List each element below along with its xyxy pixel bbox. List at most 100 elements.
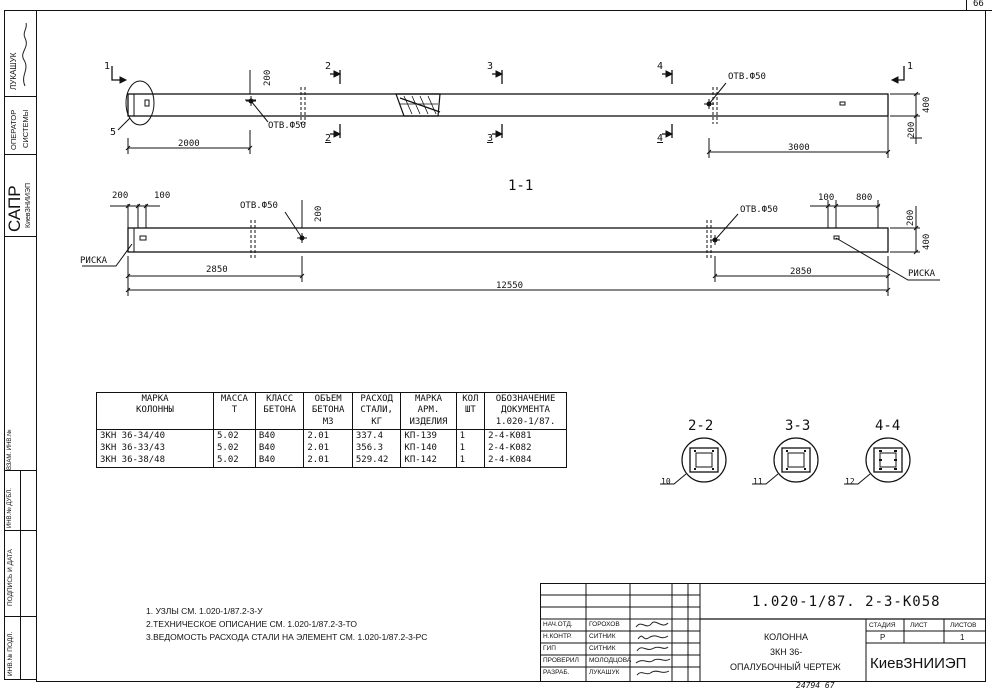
plan-hole-left: ОТВ.Ф50 — [268, 121, 306, 131]
col-header: МАРКА АРМ. ИЗДЕЛИЯ — [400, 392, 457, 430]
strip-signature-scribble — [18, 20, 32, 90]
sec11-dim-800: 800 — [856, 193, 873, 203]
section-3-3-title: 3-3 — [785, 418, 811, 434]
role-proveril: ПРОВЕРИЛ — [543, 657, 579, 664]
plan-marker-4-top: 4 — [657, 61, 664, 72]
title-doc-code: 1.020-1/87. 2-3-К058 — [752, 594, 941, 610]
signatures — [635, 621, 671, 676]
name-sitnik-1: СИТНИК — [589, 633, 616, 640]
name-lukashuk: ЛУКАШУК — [589, 669, 620, 676]
sec11-dim-2850-right: 2850 — [790, 267, 812, 277]
plan-hatched-insert — [395, 93, 441, 117]
sheet-label: ЛИСТ — [910, 622, 928, 629]
cell: 2-4-К082 — [484, 442, 567, 455]
section-4-4-callout: 12 — [845, 477, 855, 486]
strip-divider — [4, 236, 36, 237]
sheet-number: 66 — [973, 0, 984, 9]
col-header: РАСХОД СТАЛИ, КГ — [351, 392, 401, 430]
cell: 1 — [455, 454, 485, 468]
plan-marker-3-top: 3 — [487, 61, 494, 72]
note-3: 3.ВЕДОМОСТЬ РАСХОДА СТАЛИ НА ЭЛЕМЕНТ СМ.… — [146, 632, 428, 642]
table-row: 3КН 36-38/48 5.02 В40 2.01 529.42 КП-142… — [97, 454, 567, 468]
section-4-4-title: 4-4 — [875, 418, 901, 434]
element-title-3: ОПАЛУБОЧНЫЙ ЧЕРТЕЖ — [730, 662, 841, 672]
col-header: КЛАСС БЕТОНА — [254, 392, 304, 430]
cell: 2.01 — [303, 454, 353, 468]
role-razrab: РАЗРАБ. — [543, 669, 570, 676]
col-header: МАРКА КОЛОННЫ — [96, 392, 214, 430]
name-sitnik-2: СИТНИК — [589, 645, 616, 652]
cell: В40 — [254, 429, 304, 443]
cell: 2-4-К081 — [484, 429, 567, 443]
sec11-dim-100-right: 100 — [818, 193, 835, 203]
cell: 2.01 — [303, 429, 353, 443]
section-1-1-title: 1-1 — [508, 178, 534, 194]
sec11-dim-100-left: 100 — [154, 191, 171, 201]
cell: КП-140 — [400, 442, 457, 455]
cell: 337.4 — [351, 429, 401, 443]
col-header: МАССА Т — [213, 392, 256, 430]
note-1: 1. УЗЛЫ СМ. 1.020-1/87.2-3-У — [146, 606, 263, 616]
sec11-riska-right: РИСКА — [908, 269, 936, 279]
section-break-1 — [250, 220, 256, 258]
section-2-2-title: 2-2 — [688, 418, 714, 434]
plan-marker-2-bottom: 2 — [325, 133, 332, 144]
plan-marker-3-bottom: 3 — [487, 133, 494, 144]
cell: 5.02 — [213, 442, 256, 455]
sec11-hole-left: ОТВ.Ф50 — [240, 201, 278, 211]
column-schedule-table: МАРКА КОЛОННЫ МАССА Т КЛАСС БЕТОНА ОБЪЕМ… — [96, 392, 567, 468]
strip-vline — [20, 470, 21, 680]
table-header-row: МАРКА КОЛОННЫ МАССА Т КЛАСС БЕТОНА ОБЪЕМ… — [96, 392, 567, 430]
cell: 356.3 — [351, 442, 401, 455]
cell: КП-139 — [400, 429, 457, 443]
stage-value: Р — [880, 633, 886, 642]
cell: КП-142 — [400, 454, 457, 468]
plan-break-2 — [712, 87, 718, 124]
strip-divider — [4, 96, 36, 97]
role-n-kontr: Н.КОНТР. — [543, 633, 572, 640]
col-header: КОЛ ШТ — [455, 392, 485, 430]
sheets-label: ЛИСТОВ — [950, 622, 977, 629]
sec11-hole-right: ОТВ.Ф50 — [740, 205, 778, 215]
cell: 3КН 36-33/43 — [100, 443, 166, 454]
plan-dim-2000-label: 2000 — [178, 139, 200, 149]
col-header: ОБОЗНАЧЕНИЕ ДОКУМЕНТА 1.020-1/87. — [484, 392, 567, 430]
cell: 1 — [455, 429, 485, 443]
plan-marker-1-left: 1 — [104, 61, 111, 72]
plan-dim-3000 — [708, 116, 889, 158]
sec11-dim-total: 12550 — [496, 281, 524, 291]
cell: 3КН 36-38/48 — [100, 455, 166, 466]
note-2: 2.ТЕХНИЧЕСКОЕ ОПИСАНИЕ СМ. 1.020-1/87.2-… — [146, 619, 357, 629]
title-institute: КиевЗНИИЭП — [870, 655, 967, 672]
cell: 1 — [455, 442, 485, 455]
sec11-dim-200-left: 200 — [112, 191, 129, 201]
name-molodtsova: МОЛОДЦОВА — [589, 657, 632, 664]
stage-label: СТАДИЯ — [869, 622, 896, 629]
element-title-2: 3КН 36- — [770, 647, 803, 657]
plan-break-1 — [300, 87, 306, 124]
cross-sections — [660, 437, 911, 485]
plan-marker-4-bottom: 4 — [657, 133, 664, 144]
cell: 5.02 — [213, 429, 256, 443]
sec11-riska-left: РИСКА — [80, 256, 108, 266]
column-drawings — [82, 66, 940, 296]
plan-dim-3000-label: 3000 — [788, 143, 810, 153]
sec11-dim-2850-left: 2850 — [206, 265, 228, 275]
cell: 2-4-К084 — [484, 454, 567, 468]
plan-callout-5: 5 — [110, 127, 117, 138]
cell: 529.42 — [351, 454, 401, 468]
cell: 5.02 — [213, 454, 256, 468]
element-title-1: КОЛОННА — [764, 632, 808, 642]
footer-number: 24794 67 — [796, 681, 835, 690]
plan-column-outline — [127, 93, 889, 117]
table-row: 3КН 36-33/43 5.02 В40 2.01 356.3 КП-140 … — [97, 442, 567, 455]
strip-divider — [4, 154, 36, 155]
section-break-2 — [706, 220, 712, 258]
cell: 2.01 — [303, 442, 353, 455]
name-gorokhov: ГОРОХОВ — [589, 621, 620, 628]
plan-hole-right: ОТВ.Ф50 — [728, 72, 766, 82]
plan-marker-1-right: 1 — [907, 61, 914, 72]
plan-left-oval — [125, 80, 155, 126]
section-2-2-callout: 10 — [661, 477, 671, 486]
sheets-value: 1 — [960, 633, 965, 642]
